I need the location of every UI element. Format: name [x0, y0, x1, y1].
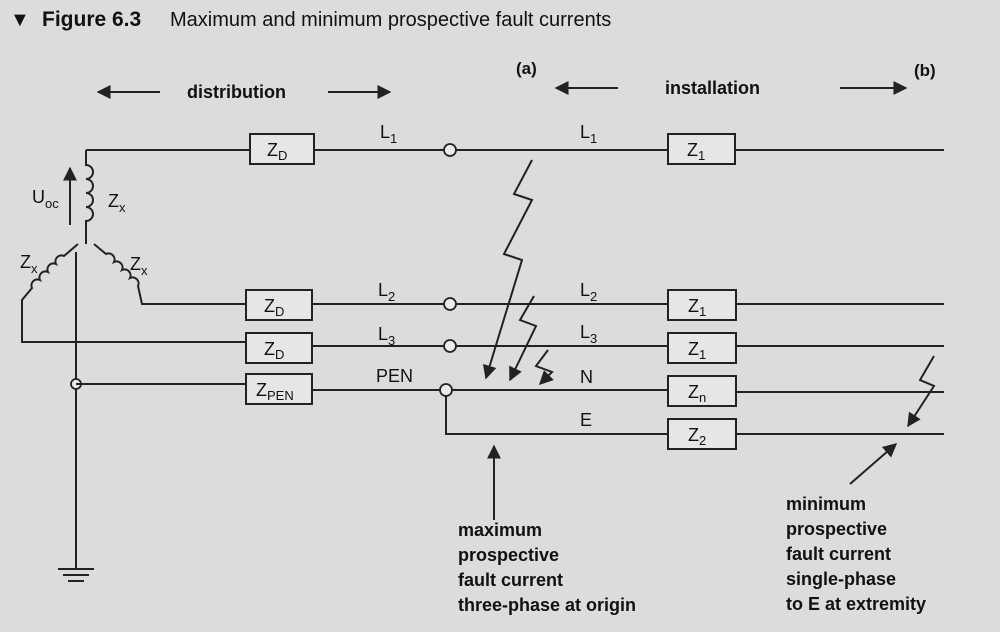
point-a-label: (a): [516, 59, 537, 78]
zpen-box: ZPEN: [245, 373, 313, 405]
figure-number: Figure 6.3: [42, 8, 141, 31]
pen-label: PEN: [376, 366, 413, 386]
l3-load-label: L3: [580, 322, 597, 346]
fault-arrow-l3: [534, 349, 554, 385]
svg-text:ZD: ZD: [267, 140, 287, 163]
z1-l2-box: Z1: [667, 289, 737, 321]
svg-text:prospective: prospective: [458, 545, 559, 565]
zd-l3-box: ZD: [245, 332, 313, 364]
l2-load-label: L2: [580, 280, 597, 304]
svg-text:ZPEN: ZPEN: [256, 380, 294, 403]
max-fault-annotation: maximum prospective fault current three-…: [458, 520, 636, 615]
fault-arrow-extremity: [907, 355, 936, 428]
earth-symbol: [58, 568, 94, 582]
svg-text:three-phase at origin: three-phase at origin: [458, 595, 636, 615]
figure-caption: Maximum and minimum prospective fault cu…: [170, 9, 611, 31]
z1-l3-box: Z1: [667, 332, 737, 364]
svg-text:Z1: Z1: [688, 296, 706, 319]
svg-text:Z1: Z1: [688, 339, 706, 362]
svg-text:to E at extremity: to E at extremity: [786, 594, 926, 614]
zx-label-left: Zx: [20, 252, 38, 276]
l1-load-label: L1: [580, 122, 597, 146]
n-label: N: [580, 367, 593, 387]
svg-text:single-phase: single-phase: [786, 569, 896, 589]
svg-text:maximum: maximum: [458, 520, 542, 540]
origin-terminal-l2: [443, 297, 457, 311]
fault-arrow-l2: [509, 295, 538, 382]
z2-box: Z2: [667, 418, 737, 450]
point-b-label: (b): [914, 61, 936, 80]
l3-label: L3: [378, 324, 395, 348]
svg-text:fault current: fault current: [458, 570, 563, 590]
source-windings: [21, 149, 250, 568]
z1-l1-box: Z1: [667, 133, 736, 165]
uoc-label: Uoc: [32, 187, 59, 211]
origin-terminal-l1: [443, 143, 457, 157]
zd-l1-box: ZD: [249, 133, 315, 165]
svg-text:ZD: ZD: [264, 296, 284, 319]
svg-text:Z1: Z1: [687, 140, 705, 163]
svg-text:Zn: Zn: [688, 382, 706, 405]
svg-text:prospective: prospective: [786, 519, 887, 539]
zd-l2-box: ZD: [245, 289, 313, 321]
installation-label: installation: [665, 78, 760, 98]
fault-arrow-l1: [482, 159, 534, 380]
svg-text:ZD: ZD: [264, 339, 284, 362]
svg-text:minimum: minimum: [786, 494, 866, 514]
min-fault-annotation: minimum prospective fault current single…: [786, 494, 926, 614]
origin-terminal-pen: [439, 383, 453, 397]
zx-label-right: Zx: [130, 254, 148, 278]
distribution-label: distribution: [187, 82, 286, 102]
min-annotation-arrow: [849, 443, 898, 485]
zn-box: Zn: [667, 375, 737, 407]
svg-text:Z2: Z2: [688, 425, 706, 448]
zx-label-top: Zx: [108, 191, 126, 215]
figure-marker-icon: ▼: [10, 9, 30, 31]
l2-label: L2: [378, 280, 395, 304]
origin-terminal-l3: [443, 339, 457, 353]
svg-text:fault current: fault current: [786, 544, 891, 564]
l1-label: L1: [380, 122, 397, 146]
e-label: E: [580, 410, 592, 430]
